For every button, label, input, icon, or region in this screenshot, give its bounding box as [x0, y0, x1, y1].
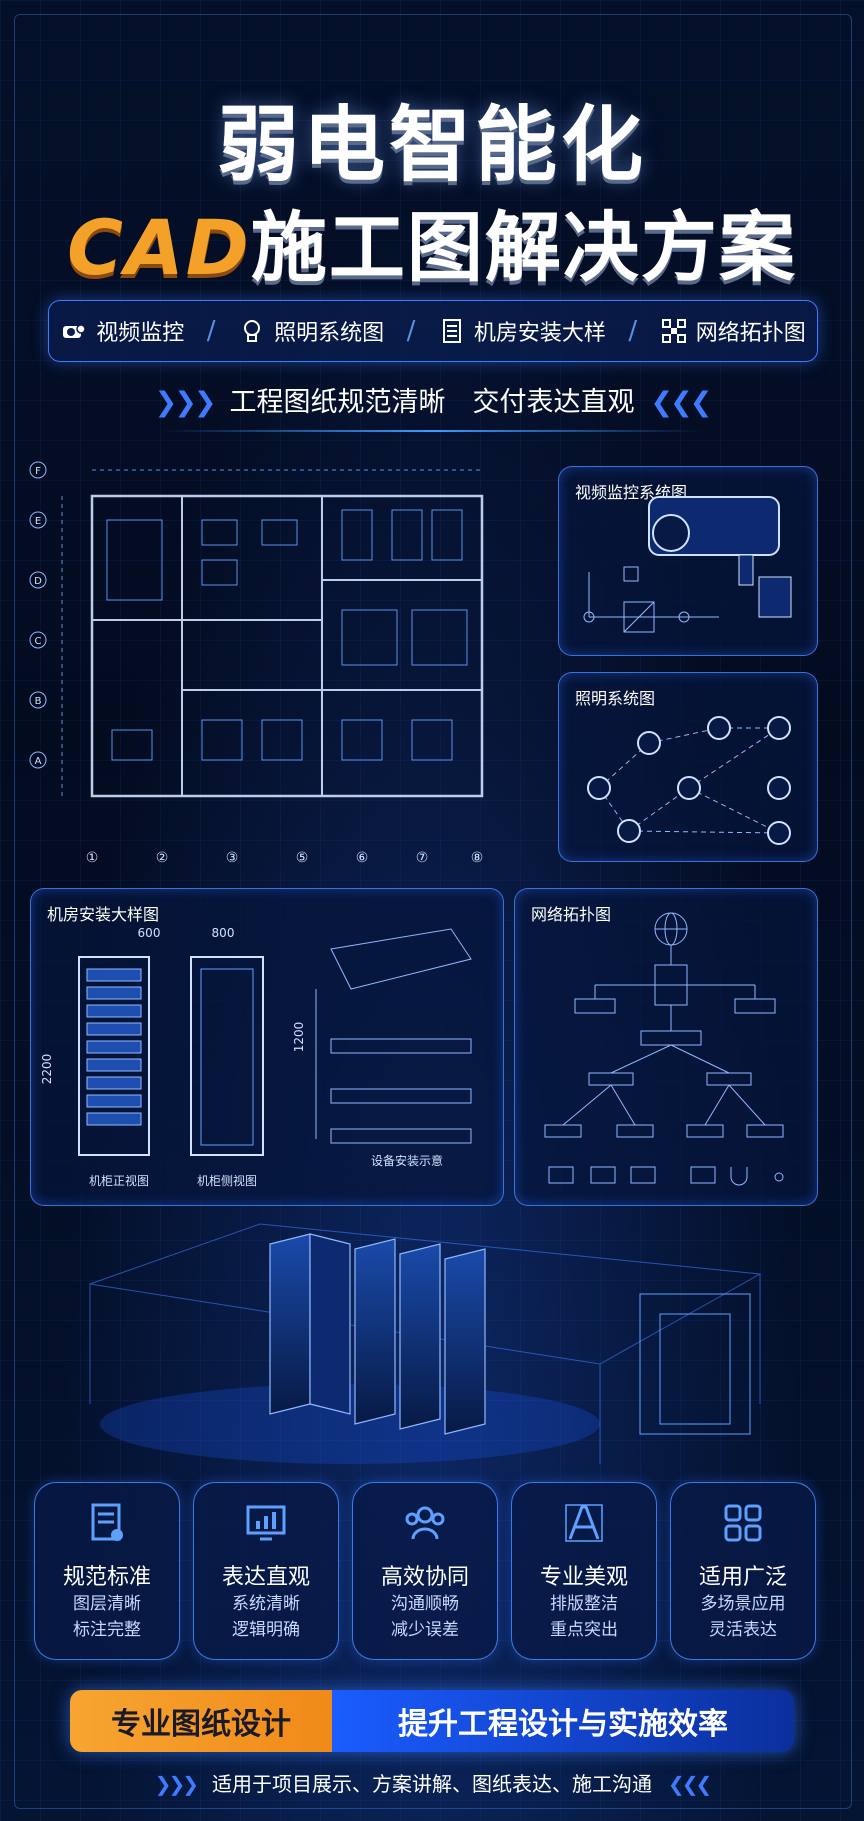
apps-icon: [724, 1504, 762, 1542]
subtitle-text: 工程图纸规范清晰 交付表达直观: [229, 387, 635, 418]
panel-video-surveillance: 视频监控系统图: [558, 466, 818, 656]
tag-network: 网络拓扑图: [660, 315, 806, 347]
feature-desc: 减少误差: [391, 1620, 459, 1640]
feature-name: 专业美观: [539, 1565, 628, 1590]
title-line-2-rest: 施工图解决方案: [250, 203, 797, 292]
category-tag-bar: 视频监控 / 照明系统图 / 机房安装大样 / 网络拓扑图: [48, 300, 818, 362]
grid-col-label: ⑦: [416, 850, 429, 866]
feature-card-collaboration: 高效协同 沟通顺畅 减少误差: [352, 1482, 498, 1660]
title-line-2: CAD施工图解决方案: [0, 186, 864, 296]
panel-title: 机房安装大样图: [47, 905, 160, 924]
chart-icon: [246, 1505, 286, 1541]
feature-desc: 重点突出: [550, 1620, 618, 1640]
chevron-left-icon: ❮❮❮: [650, 387, 713, 418]
tag-separator: /: [406, 316, 416, 346]
tag-separator: /: [206, 316, 216, 346]
grid-col-label: ③: [226, 850, 239, 866]
cabinet-drawing: 600 800 2200 1200 机柜正视图 机柜侧视图 设备安装示意: [40, 926, 472, 1188]
dim-height: 2200: [40, 1054, 54, 1085]
team-icon: [405, 1506, 445, 1540]
footer-line: ❯❯❯ 适用于项目展示、方案讲解、图纸表达、施工沟通 ❮❮❮: [0, 1768, 864, 1797]
label-device: 设备安装示意: [371, 1153, 443, 1168]
feature-desc: 沟通顺畅: [391, 1594, 459, 1614]
title-line-1: 弱电智能化: [216, 98, 647, 193]
grid-row-label: B: [35, 696, 42, 707]
grid-row-label: C: [35, 636, 42, 647]
tag-label: 网络拓扑图: [695, 321, 806, 346]
feature-card-professional: 专业美观 排版整洁 重点突出: [511, 1482, 657, 1660]
dim-front: 600: [138, 926, 161, 940]
lightbulb-icon: [244, 320, 261, 342]
lighting-diagram: [587, 716, 791, 845]
grid-col-label: ⑤: [296, 850, 309, 866]
dim-side: 800: [212, 926, 235, 940]
grid-row-label: A: [35, 756, 42, 767]
outer-frame: [14, 14, 852, 1809]
chevron-left-icon: ❮❮❮: [668, 1772, 712, 1796]
feature-desc: 系统清晰: [232, 1594, 300, 1614]
camera-icon: [63, 324, 86, 338]
panel-title: 网络拓扑图: [531, 905, 612, 924]
title-cad: CAD: [67, 203, 251, 292]
subtitle-line: ❯❯❯ 工程图纸规范清晰 交付表达直观 ❮❮❮: [0, 380, 864, 419]
tag-label: 机房安装大样: [473, 321, 606, 346]
tag-video: 视频监控: [60, 315, 184, 347]
feature-name: 规范标准: [62, 1565, 151, 1590]
grid-col-label: ①: [86, 850, 99, 866]
floor-plan-blueprint: F E D C B A ① ② ③ ⑤ ⑥ ⑦ ⑧: [29, 461, 484, 866]
feature-name: 高效协同: [380, 1565, 469, 1590]
feature-name: 表达直观: [221, 1565, 310, 1590]
server-cabinet-icon: [442, 319, 461, 343]
panel-title: 照明系统图: [575, 689, 656, 708]
label-front-view: 机柜正视图: [89, 1173, 149, 1188]
grid-col-label: ⑥: [356, 850, 369, 866]
banner-right: 提升工程设计与实施效率: [332, 1690, 794, 1752]
grid-col-label: ②: [156, 850, 169, 866]
feature-desc: 灵活表达: [709, 1620, 777, 1640]
feature-card-standard: 规范标准 图层清晰 标注完整: [34, 1482, 180, 1660]
grid-col-label: ⑧: [471, 850, 484, 866]
promo-banner: 专业图纸设计 提升工程设计与实施效率: [70, 1690, 794, 1752]
tag-separator: /: [628, 316, 638, 346]
feature-card-versatile: 适用广泛 多场景应用 灵活表达: [670, 1482, 816, 1660]
tag-server-room: 机房安装大样: [438, 315, 606, 347]
grid-row-label: D: [34, 576, 42, 587]
data-center-3d-illustration: [89, 1223, 762, 1464]
chevron-right-icon: ❯❯❯: [154, 387, 217, 418]
dim-1200: 1200: [292, 1022, 306, 1053]
panel-network-topology: 网络拓扑图: [514, 888, 818, 1206]
network-icon: [661, 319, 686, 343]
feature-desc: 排版整洁: [550, 1594, 618, 1614]
footer-text: 适用于项目展示、方案讲解、图纸表达、施工沟通: [212, 1772, 652, 1796]
tag-label: 照明系统图: [274, 321, 385, 346]
panel-lighting: 照明系统图: [558, 672, 818, 862]
feature-card-intuitive: 表达直观 系统清晰 逻辑明确: [193, 1482, 339, 1660]
design-icon: [565, 1504, 603, 1542]
chevron-right-icon: ❯❯❯: [154, 1772, 199, 1796]
feature-desc: 多场景应用: [700, 1594, 786, 1614]
feature-desc: 标注完整: [73, 1620, 141, 1640]
feature-desc: 逻辑明确: [232, 1620, 300, 1640]
tag-lighting: 照明系统图: [238, 315, 384, 347]
banner-left: 专业图纸设计: [70, 1690, 332, 1752]
feature-name: 适用广泛: [698, 1565, 787, 1590]
cctv-camera-icon: [583, 496, 792, 633]
panel-server-room: 机房安装大样图 600 800 2200 1200 机柜正视图 机柜侧视图 设备…: [30, 888, 504, 1206]
divider-glow: [160, 430, 704, 432]
tag-label: 视频监控: [96, 321, 185, 346]
network-diagram: [544, 912, 784, 1186]
feature-desc: 图层清晰: [73, 1594, 141, 1614]
grid-row-label: F: [35, 466, 41, 477]
document-icon: [91, 1503, 123, 1541]
label-side-view: 机柜侧视图: [197, 1173, 257, 1188]
grid-row-label: E: [35, 516, 41, 527]
